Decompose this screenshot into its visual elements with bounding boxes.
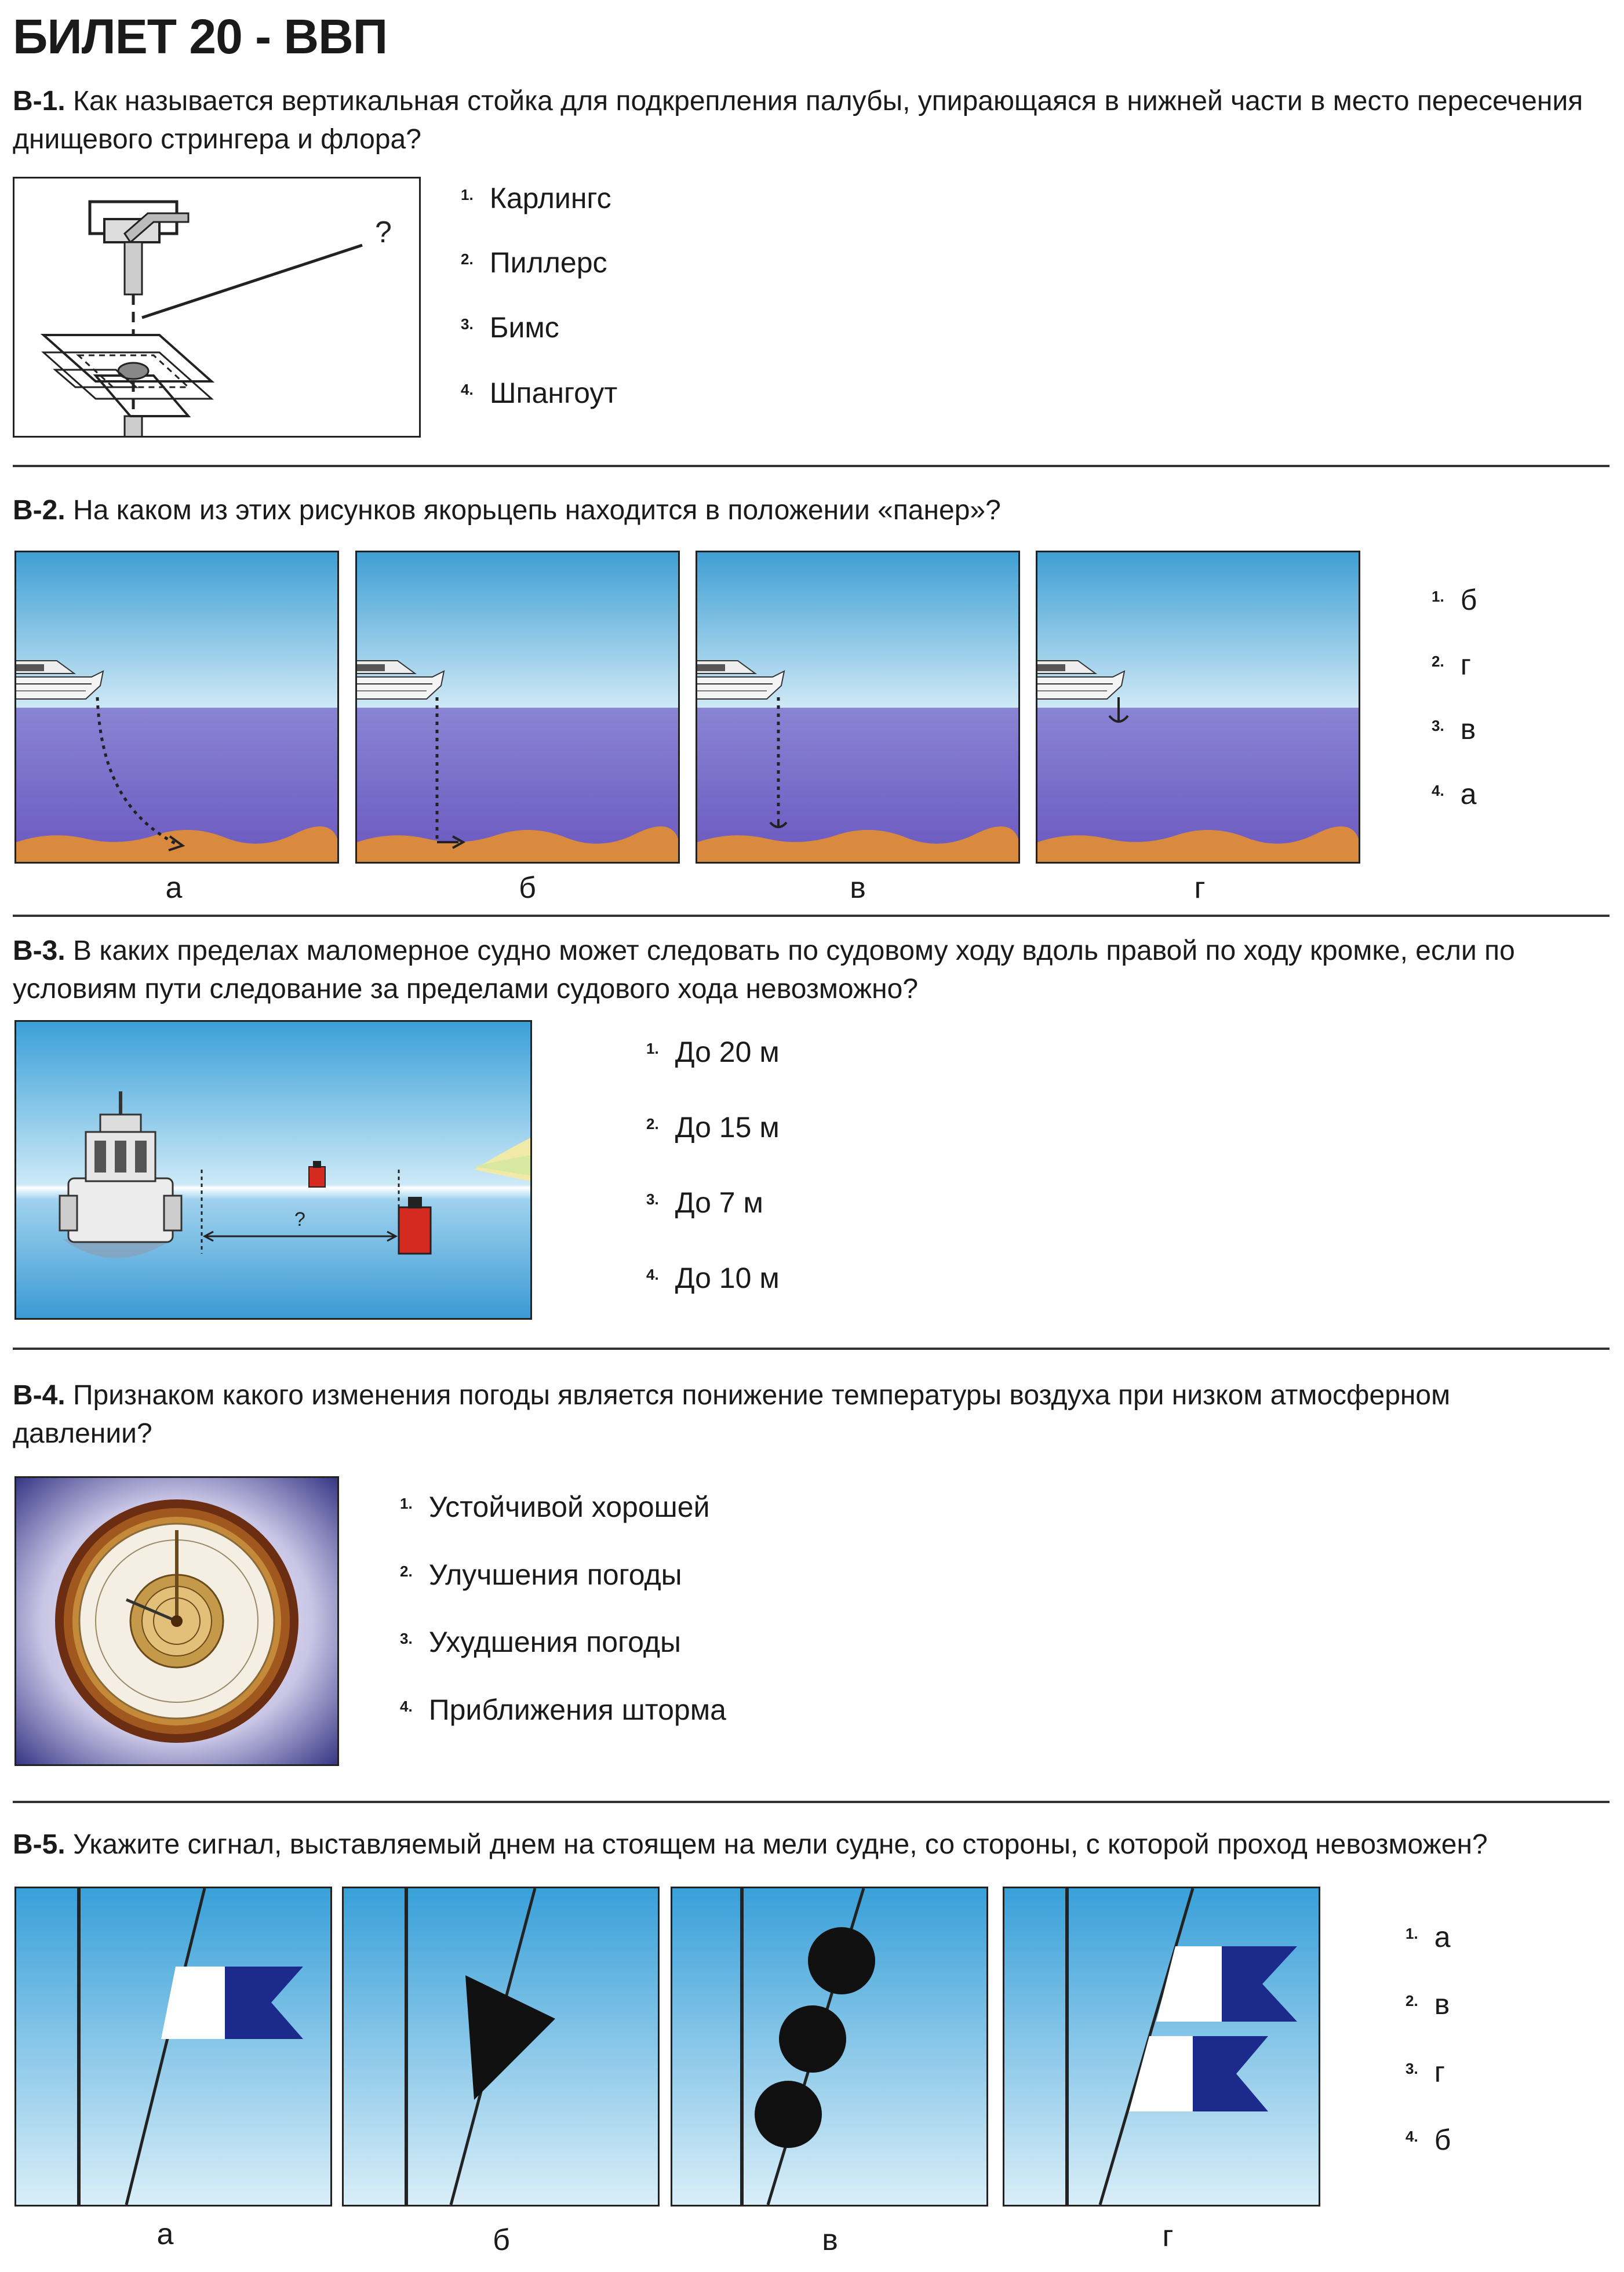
q3-option-1[interactable]: 1.До 20 м [646, 1036, 780, 1068]
question-5-text: Укажите сигнал, выставляемый днем на сто… [73, 1829, 1488, 1860]
q2-panel-a [14, 551, 339, 864]
page-title: БИЛЕТ 20 - ВВП [13, 9, 388, 64]
q2-panel-v [696, 551, 1020, 864]
q4-option-4[interactable]: 4.Приближения шторма [400, 1694, 726, 1726]
q5-option-3[interactable]: 3.г [1405, 2056, 1445, 2088]
q5-label-b: б [493, 2223, 510, 2257]
q4-option-2[interactable]: 2.Улучшения погоды [400, 1559, 682, 1591]
q5-label-g: г [1162, 2219, 1174, 2253]
q2-panel-b [355, 551, 680, 864]
question-1-number: В-1. [13, 86, 65, 116]
divider [13, 1348, 1610, 1350]
q1-figure-pillar: ? [13, 177, 421, 438]
q1-figure-mark: ? [375, 216, 392, 249]
divider [13, 465, 1610, 467]
q4-figure-barometer [14, 1476, 339, 1766]
question-2: В-2. На каком из этих рисунков якорьцепь… [13, 491, 1589, 530]
question-5: В-5. Укажите сигнал, выставляемый днем н… [13, 1826, 1589, 1864]
question-1: В-1. Как называется вертикальная стойка … [13, 82, 1589, 159]
q3-option-2[interactable]: 2.До 15 м [646, 1111, 780, 1144]
q3-option-4[interactable]: 4.До 10 м [646, 1262, 780, 1294]
q2-option-4[interactable]: 4.а [1432, 778, 1477, 810]
q4-option-3[interactable]: 3.Ухудшения погоды [400, 1626, 681, 1658]
q1-option-1[interactable]: 1.Карлингс [461, 182, 611, 214]
question-2-text: На каком из этих рисунков якорьцепь нахо… [73, 495, 1001, 526]
q3-figure-mark: ? [294, 1208, 305, 1230]
q2-label-g: г [1194, 871, 1206, 905]
q2-option-3[interactable]: 3.в [1432, 713, 1476, 745]
q2-option-2[interactable]: 2.г [1432, 649, 1471, 681]
question-3-number: В-3. [13, 935, 65, 966]
q5-option-1[interactable]: 1.а [1405, 1921, 1451, 1953]
q3-figure-fairway: ? [14, 1020, 532, 1320]
question-4-text: Признаком какого изменения погоды являет… [13, 1380, 1451, 1449]
divider [13, 915, 1610, 917]
q1-option-2[interactable]: 2.Пиллерс [461, 246, 607, 279]
question-1-text: Как называется вертикальная стойка для п… [13, 86, 1583, 155]
question-4: В-4. Признаком какого изменения погоды я… [13, 1377, 1589, 1453]
q5-option-4[interactable]: 4.б [1405, 2124, 1451, 2156]
q2-panel-g [1036, 551, 1360, 864]
q3-option-3[interactable]: 3.До 7 м [646, 1186, 763, 1219]
q2-label-v: в [850, 871, 866, 905]
q5-panel-b [342, 1887, 660, 2207]
q2-option-1[interactable]: 1.б [1432, 584, 1477, 616]
q5-panel-a [14, 1887, 332, 2207]
q4-option-1[interactable]: 1.Устойчивой хорошей [400, 1491, 710, 1523]
q5-label-a: а [156, 2218, 174, 2251]
q1-option-3[interactable]: 3.Бимс [461, 311, 559, 344]
q2-label-a: а [165, 871, 183, 905]
q5-option-2[interactable]: 2.в [1405, 1988, 1450, 2020]
q5-label-v: в [822, 2223, 838, 2257]
question-2-number: В-2. [13, 495, 65, 526]
q2-label-b: б [519, 871, 536, 905]
divider [13, 1801, 1610, 1803]
q5-panel-v [671, 1887, 988, 2207]
question-3-text: В каких пределах маломерное судно может … [13, 935, 1515, 1004]
question-5-number: В-5. [13, 1829, 65, 1860]
question-3: В-3. В каких пределах маломерное судно м… [13, 932, 1520, 1008]
question-4-number: В-4. [13, 1380, 65, 1411]
q1-option-4[interactable]: 4.Шпангоут [461, 377, 618, 409]
q5-panel-g [1003, 1887, 1320, 2207]
